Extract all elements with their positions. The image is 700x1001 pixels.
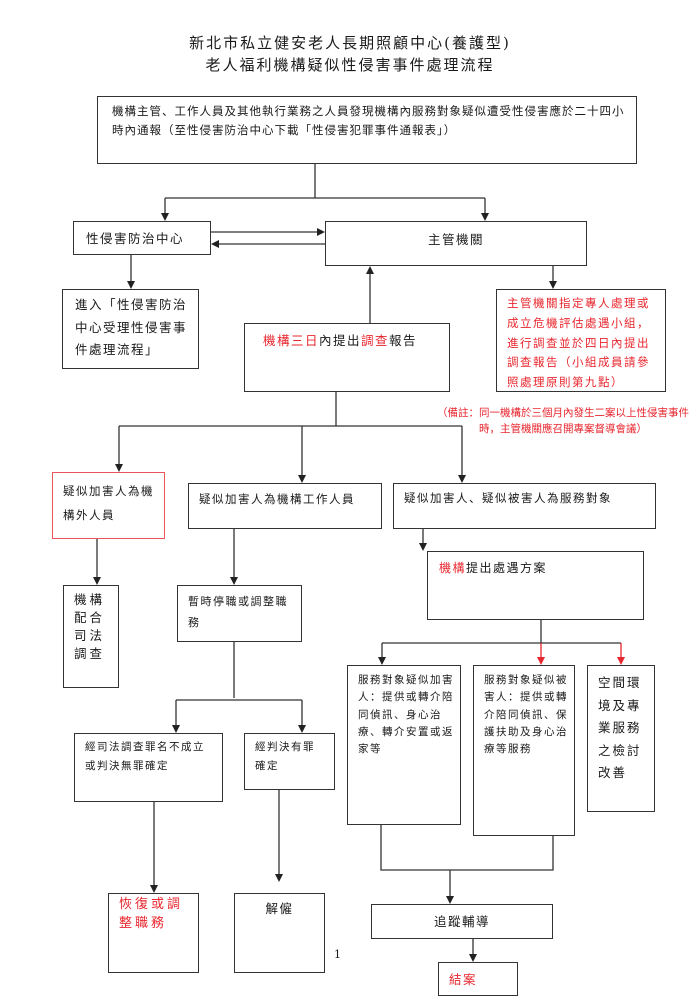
report-box: 機構主管、工作人員及其他執行業務之人員發現機構內服務對象疑似遭受性侵害應於二十四… [97,96,637,164]
treatment-plan-box: 機構提出處遇方案 [427,551,644,620]
title-line-1: 新北市私立健安老人長期照顧中心(養護型) [189,34,511,52]
guilty-box: 經判決有罪確定 [244,733,335,790]
connector-treatment-split [382,620,621,644]
report-text-red-2: 調查 [361,333,390,348]
prevention-center-box: 性侵害防治中心 [73,221,211,255]
authority-assign-box: 主管機關指定專人處理或成立危機評估處遇小組，進行調查並於四日內提出調查報告（小組… [496,289,666,392]
investigation-report-box: 機構三日內提出調查報告 [244,323,450,392]
connector-top-split [165,164,485,199]
suspend-box: 暫時停職或調整職務 [177,585,302,642]
note-text: （備註：同一機構於三個月內發生二案以上性侵害事件時，主管機關應召開專案督導會議） [437,407,689,436]
report-text-red-1: 機構三日 [263,333,320,348]
title-line-2: 老人福利機構疑似性侵害事件處理流程 [205,56,495,74]
treatment-text-black: 提出處遇方案 [466,561,548,575]
authority-box: 主管機關 [325,221,587,266]
dismiss-box: 解僱 [234,893,325,973]
victim-service-box: 服務對象疑似被害人：提供或轉介陪同偵訊、保護扶助及身心治療等服務 [473,665,575,836]
follow-up-box: 追蹤輔導 [371,904,553,939]
report-text-black-1: 內提出 [319,333,362,348]
suspect-outsider-box: 疑似加害人為機構外人員 [52,472,165,539]
offender-service-box: 服務對象疑似加害人：提供或轉介陪同偵訊、身心治療、轉介安置或返家等 [347,665,461,825]
restore-box: 恢復或調整職務 [108,893,199,973]
suspect-staff-box: 疑似加害人為機構工作人員 [188,483,382,529]
enter-process-box: 進入「性侵害防治中心受理性侵害事件處理流程」 [62,289,199,369]
page-number: 1 [334,948,341,961]
environment-review-box: 空間環境及專業服務之檢討改善 [587,665,655,812]
close-case-box: 結案 [438,962,518,996]
suspect-client-box: 疑似加害人、疑似被害人為服務對象 [393,483,656,529]
connector-report-split [119,392,462,427]
not-guilty-box: 經司法調查罪名不成立或判決無罪確定 [74,733,223,802]
connector-services-join [380,825,554,871]
cooperate-judicial-box: 機構配合司法調查 [63,585,119,688]
treatment-text-red: 機構 [439,561,467,575]
report-text-black-2: 報告 [389,333,418,348]
